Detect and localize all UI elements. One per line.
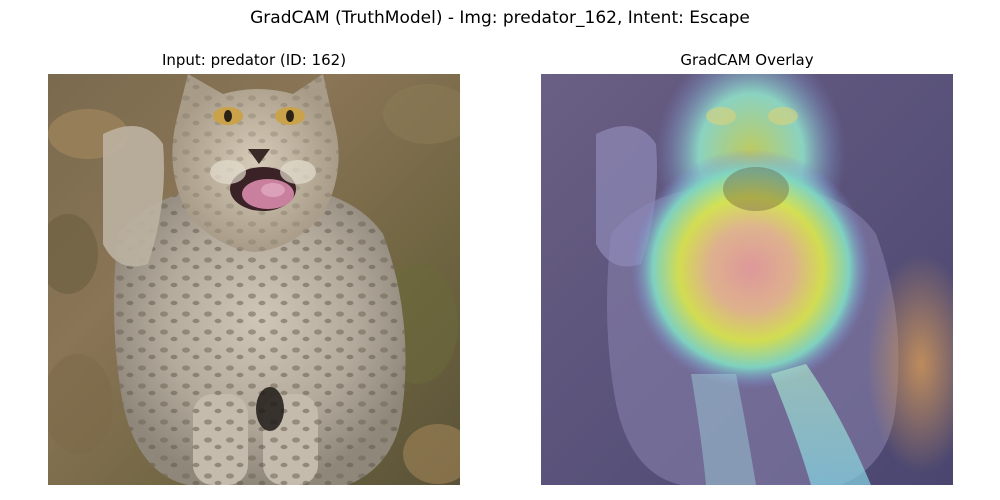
overlay-panel: GradCAM Overlay <box>541 50 953 485</box>
figure-suptitle: GradCAM (TruthModel) - Img: predator_162… <box>250 8 750 28</box>
gradcam-heatmap <box>541 74 953 485</box>
input-panel-title: Input: predator (ID: 162) <box>161 51 347 69</box>
input-panel: Input: predator (ID: 162) <box>48 50 460 485</box>
input-image <box>48 74 460 485</box>
gradcam-overlay-image <box>541 74 953 485</box>
overlay-panel-title: GradCAM Overlay <box>680 51 814 69</box>
lynx-photo <box>48 74 460 485</box>
